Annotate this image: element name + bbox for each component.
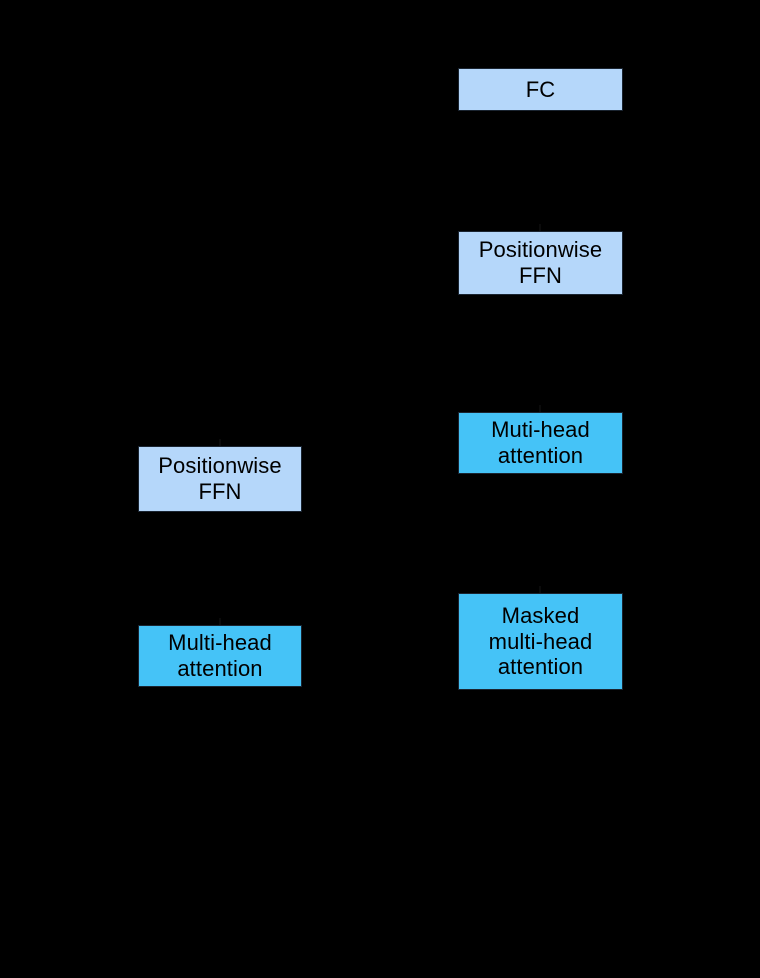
node-encoder-multi-head-attention-label: Multi-head attention xyxy=(168,630,272,681)
connector-tick-decoder-attention xyxy=(539,405,541,412)
node-decoder-masked-multi-head-attention[interactable]: Masked multi-head attention xyxy=(458,593,623,690)
node-decoder-multi-head-attention-label: Muti-head attention xyxy=(491,417,590,468)
node-fc[interactable]: FC xyxy=(458,68,623,111)
connector-tick-decoder-masked xyxy=(539,586,541,593)
connector-tick-encoder-attention xyxy=(219,618,221,625)
node-encoder-positionwise-ffn[interactable]: Positionwise FFN xyxy=(138,446,302,512)
node-fc-label: FC xyxy=(525,76,556,102)
node-decoder-positionwise-ffn-label: Positionwise FFN xyxy=(478,237,603,288)
node-decoder-multi-head-attention[interactable]: Muti-head attention xyxy=(458,412,623,474)
connector-tick-decoder-ffn xyxy=(539,224,541,231)
node-decoder-masked-multi-head-attention-label: Masked multi-head attention xyxy=(488,602,593,680)
node-encoder-multi-head-attention[interactable]: Multi-head attention xyxy=(138,625,302,687)
connector-tick-encoder-ffn xyxy=(219,439,221,446)
node-decoder-positionwise-ffn[interactable]: Positionwise FFN xyxy=(458,231,623,295)
node-encoder-positionwise-ffn-label: Positionwise FFN xyxy=(158,453,282,504)
